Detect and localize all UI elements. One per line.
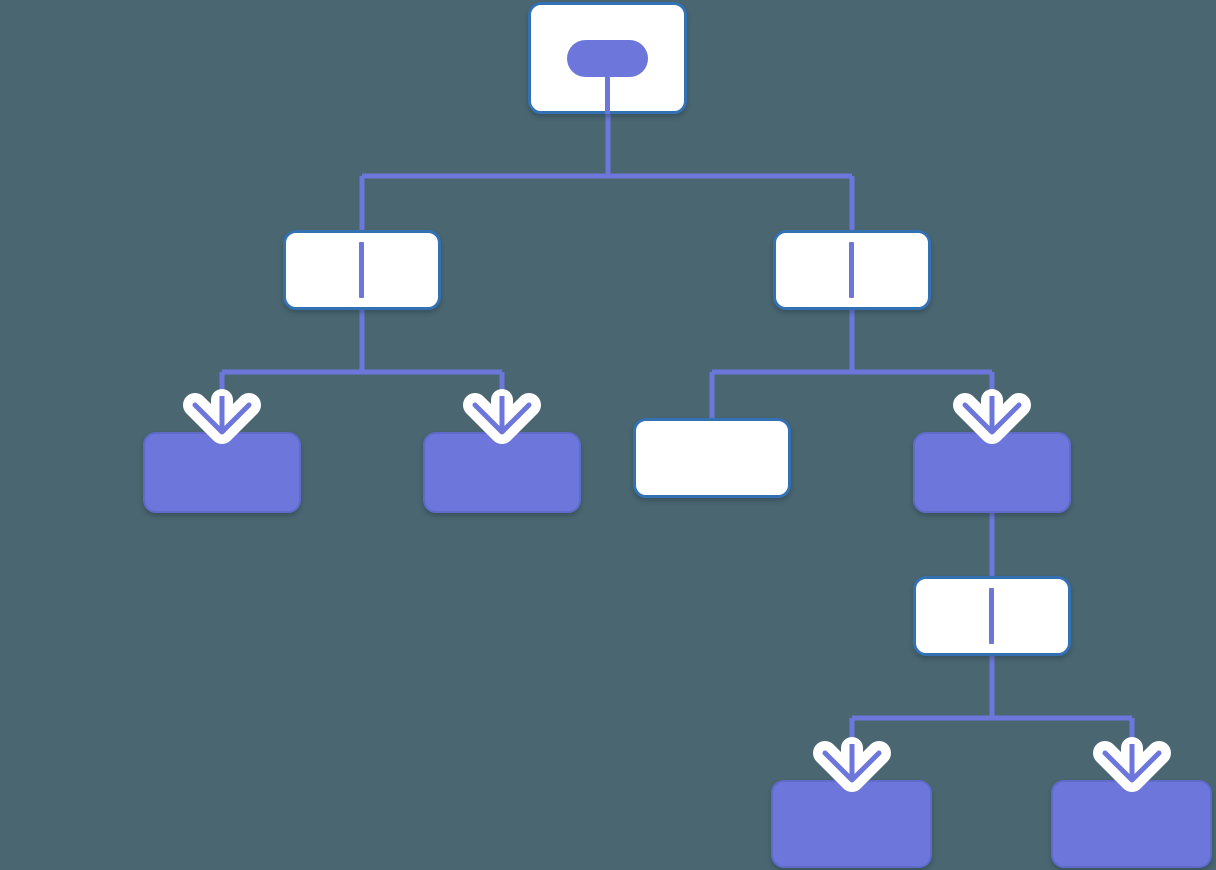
node-n-r4b[interactable]	[1051, 780, 1212, 868]
node-n-l2b[interactable]	[423, 432, 581, 513]
node-root[interactable]	[528, 2, 687, 114]
node-n-r4a[interactable]	[771, 780, 932, 868]
node-n-r2a[interactable]	[633, 418, 791, 498]
node-n-l2a[interactable]	[143, 432, 301, 513]
node-root-stem	[605, 58, 610, 114]
node-n-r3[interactable]	[913, 576, 1071, 656]
node-inner-connector-line	[359, 242, 364, 298]
node-n-l1[interactable]	[283, 230, 441, 310]
node-n-r2b[interactable]	[913, 432, 1071, 513]
node-inner-connector-line	[989, 588, 994, 644]
node-n-r1[interactable]	[773, 230, 931, 310]
node-inner-connector-line	[849, 242, 854, 298]
